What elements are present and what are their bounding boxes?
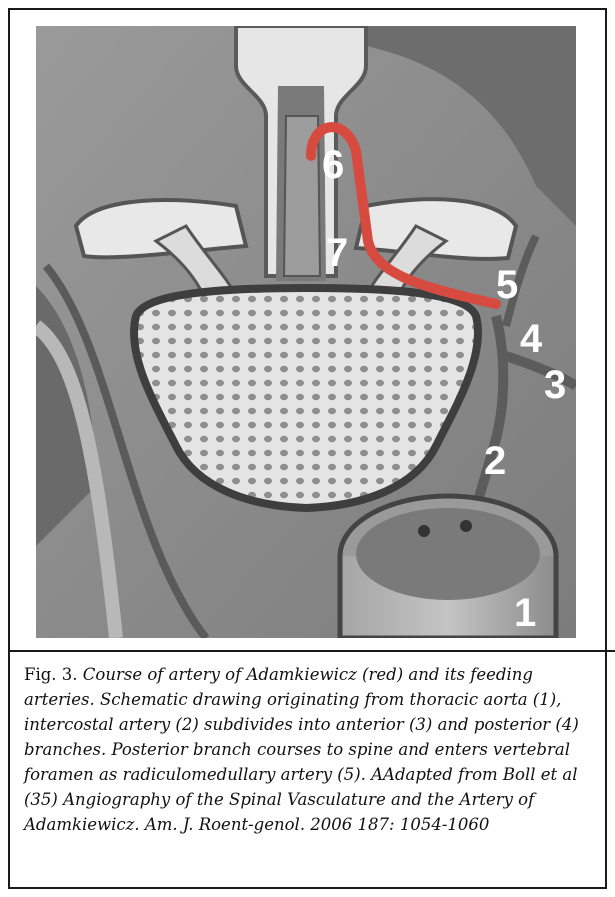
label-5: 5 [496, 263, 518, 307]
left-transverse-process [76, 200, 246, 257]
figure-caption: Fig. 3. Course of artery of Adamkiewicz … [24, 662, 599, 837]
label-1: 1 [514, 591, 536, 635]
label-6: 6 [322, 143, 344, 187]
aorta-lumen [356, 508, 540, 600]
label-2: 2 [484, 439, 506, 483]
caption-body: Course of artery of Adamkiewicz (red) an… [24, 665, 579, 834]
aorta-ostium-2 [460, 520, 472, 532]
spine-artery-diagram: 1 2 3 4 5 6 7 [36, 26, 576, 638]
label-7: 7 [326, 231, 348, 275]
caption-lead: Fig. 3. [24, 665, 78, 684]
aorta-ostium-1 [418, 525, 430, 537]
label-4: 4 [520, 317, 543, 361]
label-3: 3 [544, 363, 566, 407]
anatomy-illustration: 1 2 3 4 5 6 7 [36, 26, 576, 638]
caption-divider [10, 650, 615, 652]
